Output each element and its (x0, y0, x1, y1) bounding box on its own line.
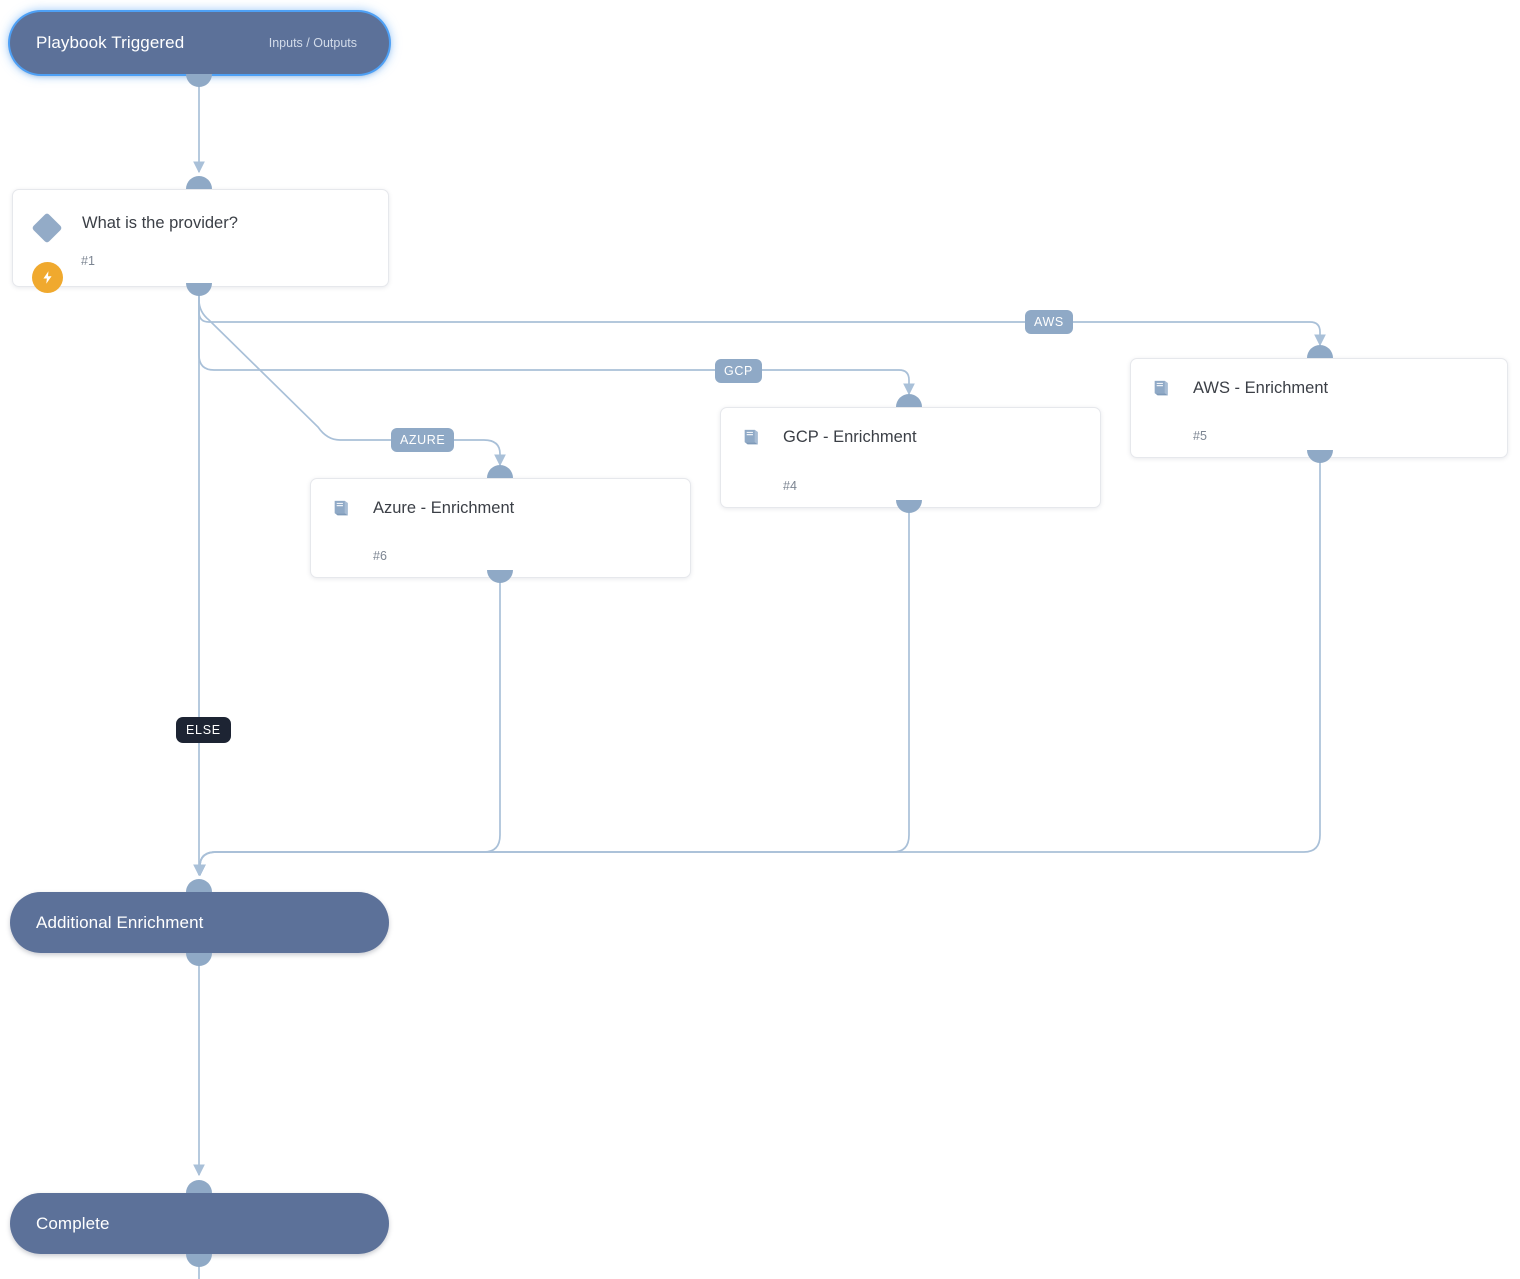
bolt-icon (32, 262, 63, 293)
node-id: #6 (373, 549, 387, 563)
node-id: #5 (1193, 429, 1207, 443)
branch-label-aws[interactable]: AWS (1025, 310, 1073, 334)
edge-decision-gcp (198, 290, 915, 396)
node-id: #4 (783, 479, 797, 493)
branch-label-gcp[interactable]: GCP (715, 359, 762, 383)
node-title: Complete (36, 1213, 110, 1233)
node-complete[interactable]: Complete (10, 1193, 389, 1254)
handle-trigger-out[interactable] (186, 74, 212, 87)
branch-label-else[interactable]: ELSE (176, 717, 231, 743)
diamond-icon (31, 212, 63, 244)
handle-gcp-in[interactable] (896, 394, 922, 407)
inputs-outputs-link[interactable]: Inputs / Outputs (268, 36, 357, 50)
node-azure-enrichment[interactable]: Azure - Enrichment #6 (310, 478, 691, 578)
node-title: Additional Enrichment (36, 912, 204, 932)
handle-gcp-out[interactable] (896, 500, 922, 513)
handle-azure-out[interactable] (487, 570, 513, 583)
node-aws-enrichment[interactable]: AWS - Enrichment #5 (1130, 358, 1508, 458)
node-title: GCP - Enrichment (783, 427, 917, 446)
node-additional-enrichment[interactable]: Additional Enrichment (10, 892, 389, 953)
handle-additional-in[interactable] (186, 879, 212, 892)
node-gcp-enrichment[interactable]: GCP - Enrichment #4 (720, 407, 1101, 508)
edge-azure-additional (194, 580, 501, 877)
node-what-is-the-provider[interactable]: What is the provider? #1 (12, 189, 389, 293)
handle-azure-in[interactable] (487, 465, 513, 478)
edge-decision-azure (198, 290, 506, 467)
handle-decision-out[interactable] (186, 283, 212, 296)
node-title: Playbook Triggered (36, 33, 185, 52)
node-header: AWS - Enrichment (1131, 359, 1507, 401)
book-icon (329, 495, 355, 521)
handle-complete-in[interactable] (186, 1180, 212, 1193)
book-icon (1149, 375, 1175, 401)
handle-additional-out[interactable] (186, 953, 212, 966)
branch-label-azure[interactable]: AZURE (391, 428, 455, 452)
node-title: What is the provider? (82, 214, 238, 232)
node-id: #1 (81, 254, 95, 268)
handle-aws-in[interactable] (1307, 345, 1333, 358)
edge-decision-aws (198, 290, 1326, 347)
node-title: AWS - Enrichment (1193, 378, 1329, 397)
node-playbook-triggered[interactable]: Playbook Triggered Inputs / Outputs (10, 12, 389, 74)
node-title: Azure - Enrichment (373, 498, 515, 517)
handle-aws-out[interactable] (1307, 450, 1333, 463)
handle-complete-out[interactable] (186, 1254, 212, 1267)
handle-decision-in[interactable] (186, 176, 212, 189)
book-icon (739, 424, 765, 450)
node-header: GCP - Enrichment (721, 408, 1100, 450)
node-header: Azure - Enrichment (311, 479, 690, 521)
